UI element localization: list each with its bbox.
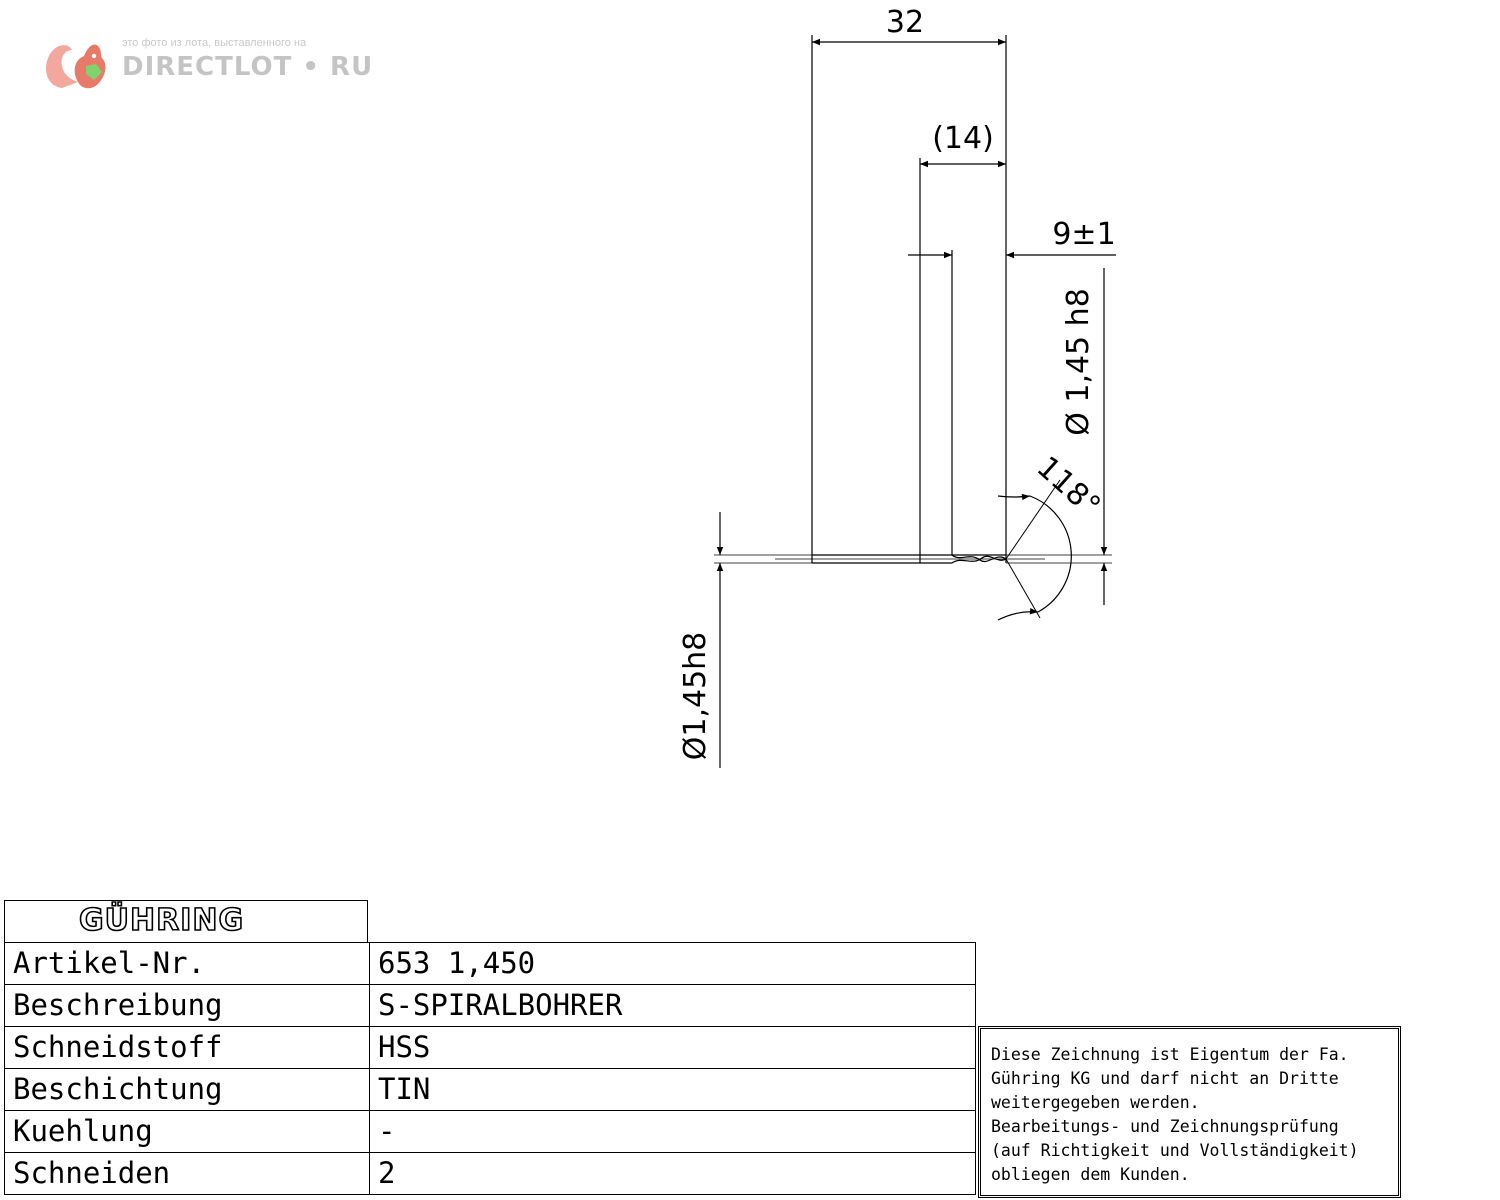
notice-line: Bearbeitungs- und Zeichnungsprüfung: [991, 1117, 1339, 1136]
table-row: Beschichtung TIN: [4, 1068, 976, 1111]
table-row: Schneidstoff HSS: [4, 1026, 976, 1069]
guehring-logo: GÜHRING: [78, 902, 245, 939]
dim-text-14: (14): [932, 121, 994, 156]
row-value: HSS: [369, 1026, 976, 1069]
row-label: Schneidstoff: [4, 1026, 370, 1069]
guehring-logo-cell: GÜHRING: [4, 900, 368, 942]
notice-line: weitergegeben werden.: [991, 1093, 1200, 1112]
angle-arc: [1029, 495, 1072, 613]
watermark: это фото из лота, выставленного на DIREC…: [42, 36, 372, 96]
table-row: Beschreibung S-SPIRALBOHRER: [4, 984, 976, 1027]
notice-line: Diese Zeichnung ist Eigentum der Fa.: [991, 1045, 1349, 1064]
row-label: Schneiden: [4, 1152, 370, 1195]
notice-line: (auf Richtigkeit und Vollständigkeit): [991, 1141, 1359, 1160]
angle-leg-bottom: [1005, 558, 1041, 619]
row-value: -: [369, 1110, 976, 1153]
dim-text-dia-right: Ø 1,45 h8: [1061, 288, 1096, 436]
row-value: S-SPIRALBOHRER: [369, 984, 976, 1027]
angle-leg-top: [1005, 479, 1061, 560]
notice-line: Gühring KG und darf nicht an Dritte: [991, 1069, 1339, 1088]
row-label: Beschreibung: [4, 984, 370, 1027]
dim-text-32: 32: [886, 5, 924, 40]
ownership-notice: Diese Zeichnung ist Eigentum der Fa. Güh…: [978, 1026, 1401, 1198]
row-value: 2: [369, 1152, 976, 1195]
notice-line: obliegen dem Kunden.: [991, 1165, 1190, 1184]
dim-text-9: 9±1: [1052, 217, 1115, 252]
watermark-brand: DIRECTLOT • RU: [122, 52, 374, 82]
table-row: Schneiden 2: [4, 1152, 976, 1195]
squirrel-logo-icon: [46, 44, 106, 89]
row-label: Kuehlung: [4, 1110, 370, 1153]
watermark-tagline: это фото из лота, выставленного на: [122, 37, 307, 49]
row-value: 653 1,450: [369, 942, 976, 985]
row-label: Artikel-Nr.: [4, 942, 370, 985]
dim-text-dia-left: Ø1,45h8: [678, 632, 713, 761]
dim-text-angle: 118°: [1030, 450, 1107, 524]
row-label: Beschichtung: [4, 1068, 370, 1111]
title-block-table: Artikel-Nr. 653 1,450 Beschreibung S-SPI…: [4, 942, 976, 1195]
table-row: Artikel-Nr. 653 1,450: [4, 942, 976, 985]
row-value: TIN: [369, 1068, 976, 1111]
drill-drawing: 32 (14) 9±1 Ø 1,45 h8 118° Ø1,45h8: [678, 5, 1116, 768]
table-row: Kuehlung -: [4, 1110, 976, 1153]
